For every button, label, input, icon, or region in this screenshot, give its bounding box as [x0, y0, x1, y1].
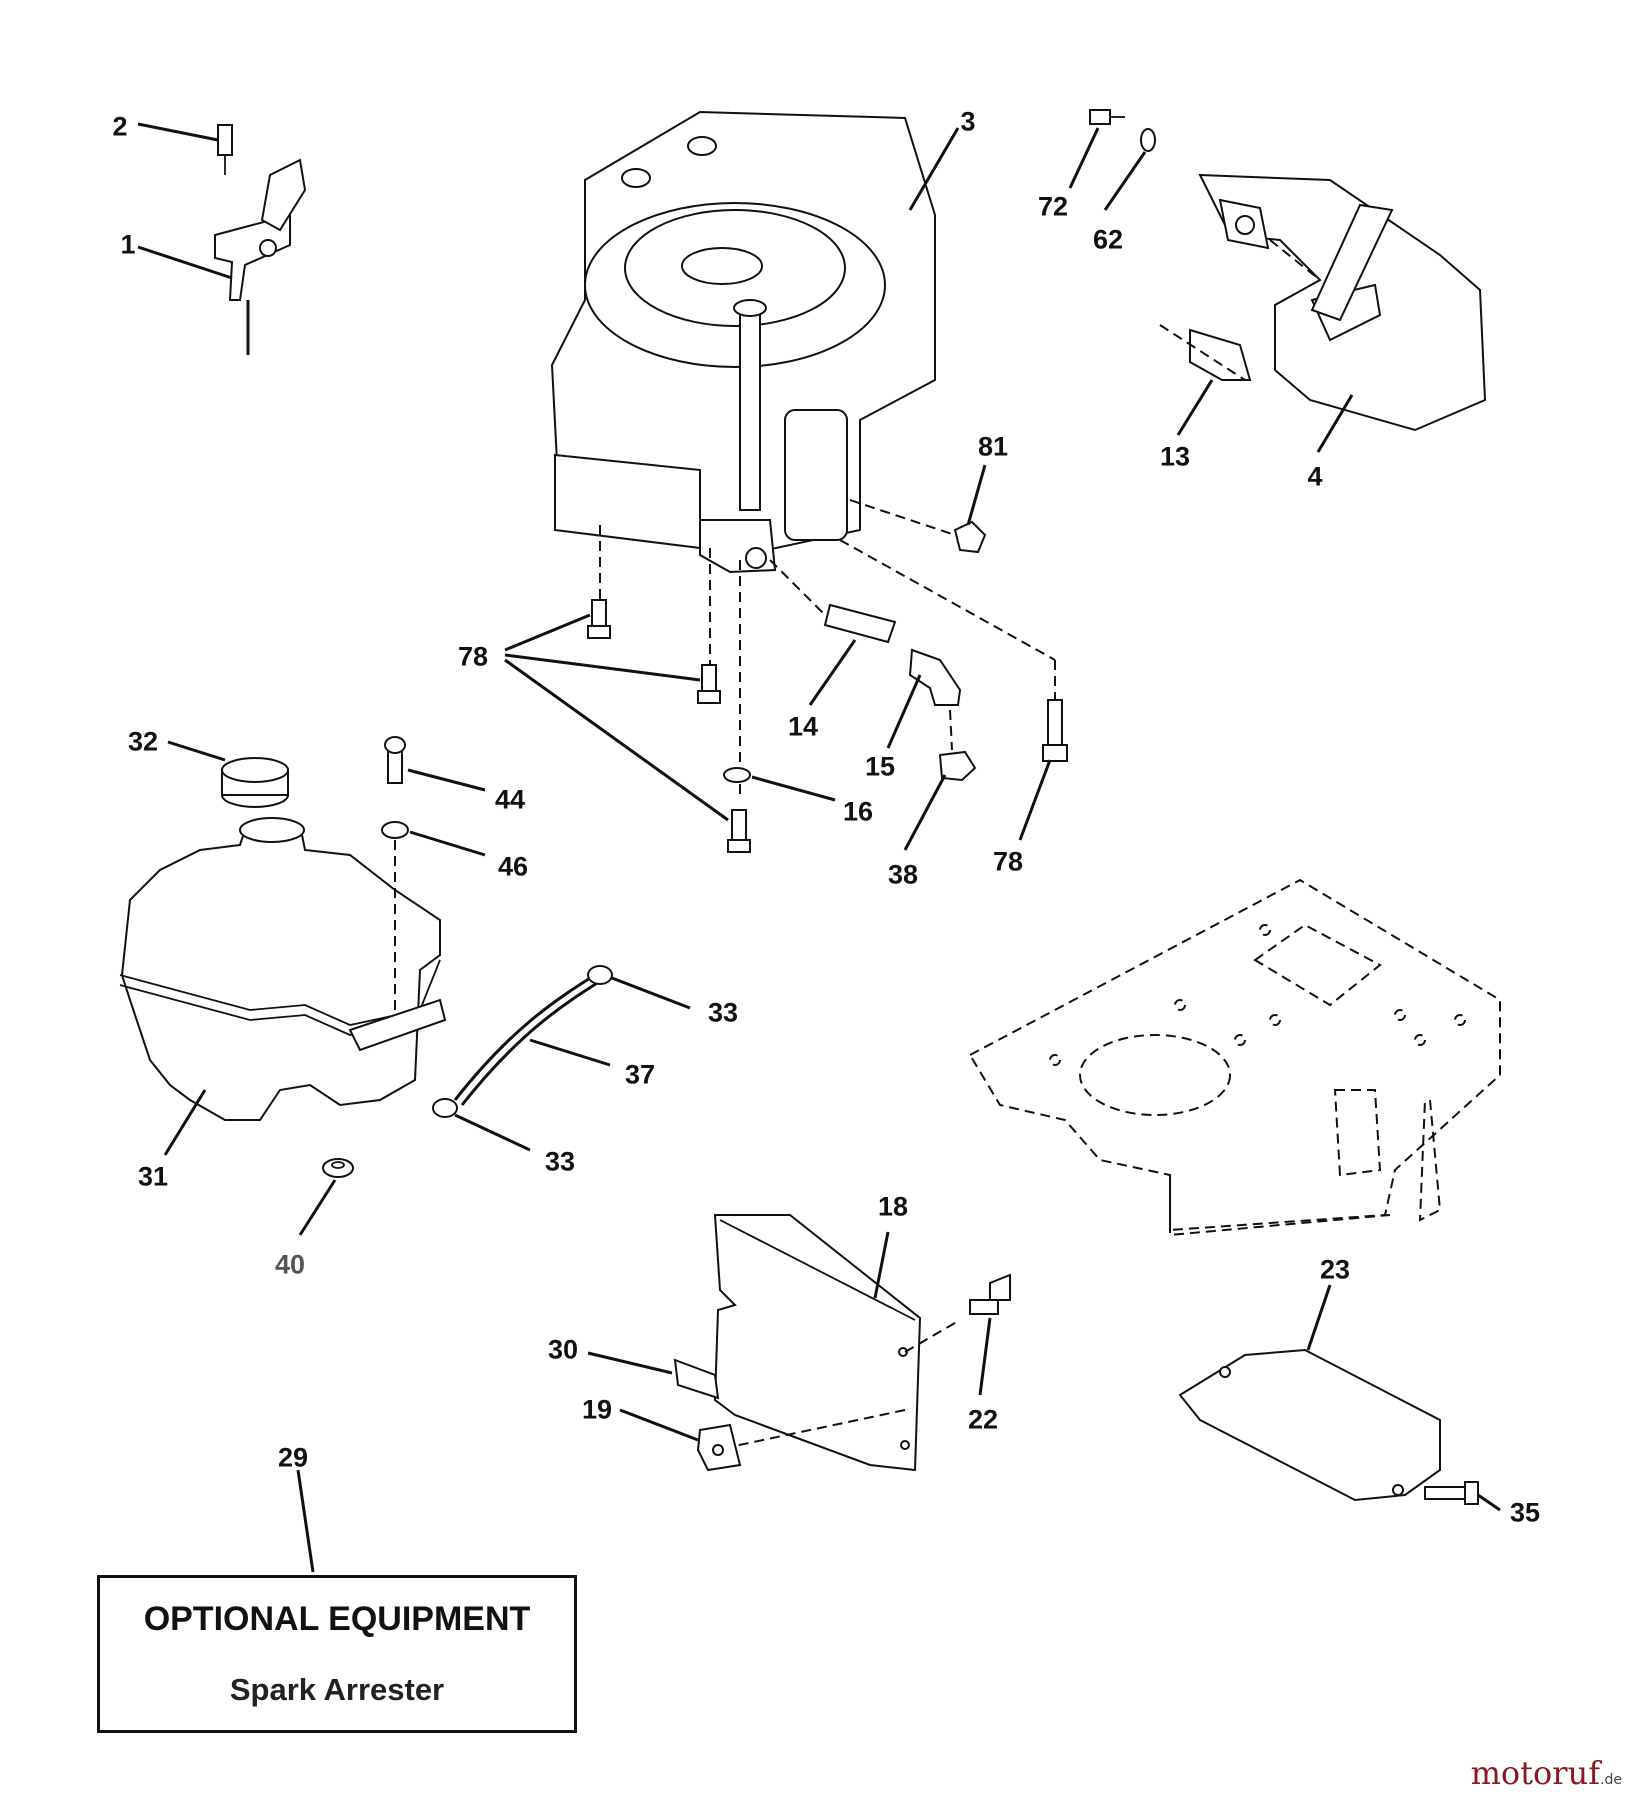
leader-3 [908, 127, 960, 211]
leader-78a-3 [504, 658, 729, 822]
leader-32 [167, 740, 226, 762]
part-label-4: 4 [1307, 461, 1323, 492]
leader-37 [529, 1038, 611, 1067]
clip-30 [673, 1358, 720, 1400]
part-label-2: 2 [112, 111, 128, 142]
leader-46 [409, 830, 486, 857]
cover-plate [1178, 1348, 1441, 1502]
part-label-31: 31 [137, 1161, 169, 1192]
leader-33b [454, 1113, 531, 1152]
part-label-78-b: 78 [992, 846, 1024, 877]
leader-15 [886, 674, 922, 749]
leader-72 [1068, 127, 1100, 189]
wing-bolt [969, 1273, 1011, 1315]
part-label-44: 44 [494, 784, 526, 815]
leader-44 [407, 768, 486, 792]
throttle-control [214, 124, 307, 355]
part-label-3: 3 [960, 106, 976, 137]
washer-62 [1140, 128, 1156, 152]
washer-46 [381, 821, 409, 839]
leader-2 [137, 122, 219, 142]
leader-14 [808, 639, 857, 706]
watermark-logo: motoruf.de [1471, 1754, 1622, 1792]
nut-38 [938, 750, 977, 782]
part-label-32: 32 [127, 726, 159, 757]
part-label-33-a: 33 [707, 997, 739, 1028]
bolt-78-c [731, 809, 747, 841]
fuel-tank [119, 817, 447, 1121]
part-label-14: 14 [787, 711, 819, 742]
part-label-46: 46 [497, 851, 529, 882]
leader-31 [163, 1089, 207, 1156]
leader-62 [1103, 151, 1147, 211]
leader-78b [1018, 759, 1052, 841]
part-label-16: 16 [842, 796, 874, 827]
part-label-13: 13 [1159, 441, 1191, 472]
leader-1 [137, 245, 233, 280]
leader-18 [873, 1231, 890, 1299]
part-label-33-b: 33 [544, 1146, 576, 1177]
watermark-brand: motoruf [1470, 1754, 1601, 1792]
part-label-37: 37 [624, 1059, 656, 1090]
watermark-suffix: .de [1600, 1772, 1622, 1788]
part-label-19: 19 [581, 1394, 613, 1425]
leader-29 [296, 1469, 315, 1573]
screw-35 [1424, 1481, 1479, 1505]
part-label-35: 35 [1509, 1497, 1541, 1528]
clamp-33-top [587, 965, 613, 985]
leader-13 [1176, 379, 1214, 436]
optional-equipment-box: OPTIONAL EQUIPMENT Spark Arrester [97, 1575, 577, 1733]
part-label-30: 30 [547, 1334, 579, 1365]
leader-19 [619, 1408, 699, 1442]
part-label-78-a: 78 [457, 641, 489, 672]
fuel-cap [221, 757, 289, 808]
leader-78a-1 [504, 613, 591, 652]
part-label-18: 18 [877, 1191, 909, 1222]
leader-38 [903, 774, 947, 851]
elbow-fitting-15 [908, 648, 962, 706]
leader-33a [611, 976, 691, 1010]
part-label-15: 15 [864, 751, 896, 782]
part-label-81: 81 [977, 431, 1009, 462]
leader-35 [1477, 1493, 1501, 1512]
leader-40 [298, 1179, 337, 1236]
bolt-78-a [591, 599, 607, 627]
bolt-78-d [1047, 699, 1063, 746]
frame [968, 878, 1501, 1237]
part-label-38: 38 [887, 859, 919, 890]
leader-30 [587, 1351, 673, 1375]
exhaust-gasket [1189, 328, 1252, 381]
part-label-22: 22 [967, 1404, 999, 1435]
part-label-62: 62 [1092, 224, 1124, 255]
leader-81 [966, 464, 987, 526]
part-label-40: 40 [274, 1249, 306, 1280]
optional-equipment-title: OPTIONAL EQUIPMENT [143, 1600, 531, 1638]
leader-23 [1306, 1284, 1332, 1351]
heat-shield [713, 1214, 922, 1472]
nut-81 [953, 520, 987, 554]
leader-22 [978, 1317, 992, 1396]
leader-16 [751, 775, 836, 802]
washer-16 [723, 767, 751, 783]
part-label-72: 72 [1037, 191, 1069, 222]
grommet [322, 1158, 354, 1178]
engine [550, 110, 936, 574]
part-label-1: 1 [120, 229, 136, 260]
bolt-78-b [701, 664, 717, 692]
optional-equipment-item: Spark Arrester [229, 1672, 445, 1707]
leader-4 [1316, 394, 1354, 453]
clamp-33-bottom [432, 1098, 458, 1118]
part-label-29: 29 [277, 1442, 309, 1473]
part-label-23: 23 [1319, 1254, 1351, 1285]
bolt-72 [1089, 109, 1111, 125]
fuel-fitting-14 [823, 603, 897, 644]
fuel-line [453, 973, 596, 1101]
muffler [1198, 173, 1487, 432]
leader-78a-2 [504, 653, 701, 682]
